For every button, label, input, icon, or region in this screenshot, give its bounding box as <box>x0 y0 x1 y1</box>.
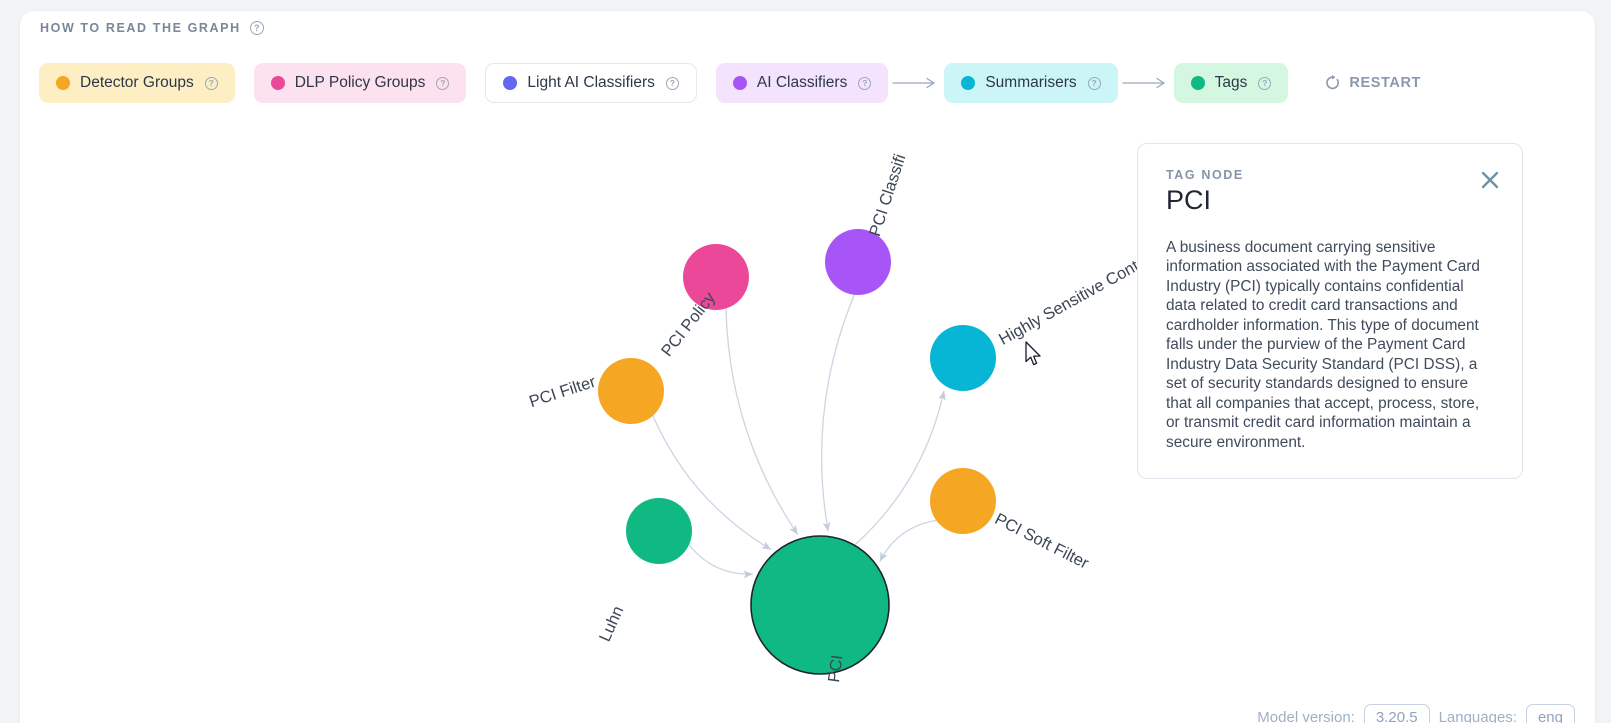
help-circle-icon[interactable]: ? <box>1258 76 1272 90</box>
page-title: HOW TO READ THE GRAPH <box>40 21 241 35</box>
legend-label: Detector Groups <box>80 74 194 91</box>
graph-card: HOW TO READ THE GRAPH ? Detector Groups?… <box>20 11 1595 723</box>
legend-dot-icon <box>503 76 518 90</box>
languages-chip: eng <box>1525 704 1575 723</box>
legend-bar: Detector Groups?DLP Policy Groups?Light … <box>39 61 1421 105</box>
legend-dot-icon <box>961 76 976 90</box>
help-circle-icon[interactable]: ? <box>665 76 679 90</box>
graph-node-luhn[interactable] <box>626 498 692 564</box>
legend-pill-summarisers[interactable]: Summarisers? <box>944 63 1118 103</box>
help-circle-icon[interactable]: ? <box>1087 76 1101 90</box>
model-version-chip: 3.20.5 <box>1363 704 1430 723</box>
graph-node-pci-policy[interactable] <box>683 244 749 310</box>
legend-label: Summarisers <box>985 74 1077 91</box>
edge-layer <box>652 294 946 579</box>
graph-edge <box>879 519 937 562</box>
graph-node-pci-classifier[interactable] <box>825 229 891 295</box>
help-circle-icon[interactable]: ? <box>249 21 264 35</box>
graph-edge <box>688 544 753 579</box>
legend-pill-light-ai-classifiers[interactable]: Light AI Classifiers? <box>485 63 697 103</box>
tag-node-info-panel: TAG NODE PCI A business document carryin… <box>1137 143 1523 480</box>
graph-node-pci-soft-filter[interactable] <box>930 468 996 534</box>
legend-pill-ai-classifiers[interactable]: AI Classifiers? <box>715 63 889 103</box>
legend-dot-icon <box>1190 76 1205 90</box>
legend-dot-icon <box>732 76 747 90</box>
graph-node-pci-filter[interactable] <box>598 358 664 424</box>
legend-label: Tags <box>1214 74 1248 91</box>
legend-dot-icon <box>270 76 285 90</box>
legend-label: DLP Policy Groups <box>294 74 426 91</box>
help-circle-icon[interactable]: ? <box>858 76 872 90</box>
graph-edge <box>725 308 799 535</box>
legend-arrow-icon <box>888 77 944 89</box>
graph-node-pci[interactable] <box>750 535 890 675</box>
restart-button[interactable]: RESTART <box>1324 74 1421 92</box>
model-version-label: Model version: <box>1257 709 1355 723</box>
restart-label: RESTART <box>1349 75 1421 91</box>
legend-label: Light AI Classifiers <box>527 74 655 91</box>
graph-node-highly-sensitive[interactable] <box>930 325 996 391</box>
info-panel-body: A business document carrying sensitive i… <box>1166 238 1480 451</box>
how-to-read-header: HOW TO READ THE GRAPH ? <box>40 21 264 35</box>
legend-pill-detector-groups[interactable]: Detector Groups? <box>39 63 235 103</box>
graph-edge <box>854 390 946 546</box>
close-icon[interactable] <box>1480 170 1500 190</box>
info-panel-kicker: TAG NODE <box>1166 168 1244 182</box>
legend-arrow-icon <box>1118 77 1174 89</box>
languages-label: Languages: <box>1438 709 1517 723</box>
legend-dot-icon <box>56 76 70 90</box>
help-circle-icon[interactable]: ? <box>204 76 218 90</box>
graph-edge <box>652 415 772 551</box>
restart-icon <box>1326 74 1340 89</box>
legend-pill-dlp-policy-groups[interactable]: DLP Policy Groups? <box>253 63 467 103</box>
help-circle-icon[interactable]: ? <box>436 76 450 90</box>
graph-edge <box>820 294 855 532</box>
footer-meta: Model version: 3.20.5 Languages: eng <box>1257 704 1575 723</box>
node-layer[interactable] <box>598 229 996 675</box>
legend-label: AI Classifiers <box>756 74 848 91</box>
legend-pill-tags[interactable]: Tags? <box>1173 63 1289 103</box>
graph-svg <box>598 229 996 675</box>
info-panel-title: PCI <box>1166 185 1212 215</box>
